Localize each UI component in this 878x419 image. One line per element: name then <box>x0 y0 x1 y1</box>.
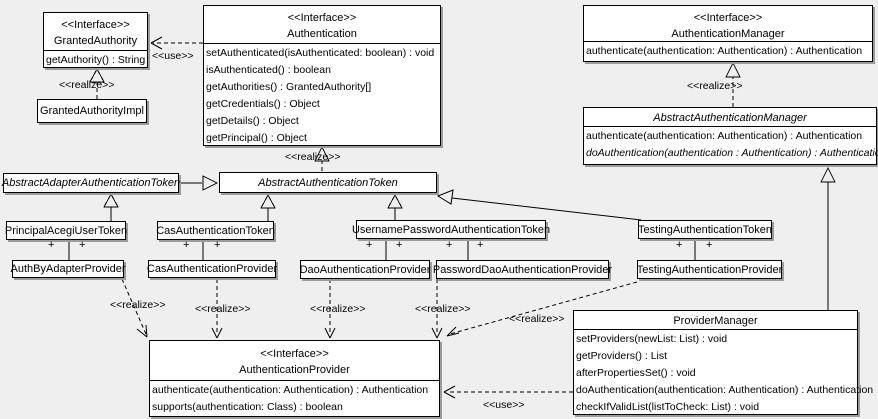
realize-label: <<realize>> <box>285 151 341 163</box>
class-name: Authentication <box>287 28 357 40</box>
plus-label: + <box>477 239 484 251</box>
method: getAuthorities() : GrantedAuthority[] <box>206 81 372 93</box>
method: doAuthentication(authentication : Authen… <box>586 147 878 159</box>
realize-abstract-token-authentication <box>314 145 330 171</box>
class-authentication-manager: <<Interface>> AuthenticationManager auth… <box>583 5 873 62</box>
class-dao-authentication-provider: DaoAuthenticationProvider <box>300 260 430 279</box>
realize-abstract-manager-authenticationmanager <box>725 61 741 107</box>
class-password-dao-authentication-provider: PasswordDaoAuthenticationProvider <box>432 260 613 279</box>
class-authentication-provider: <<Interface>> AuthenticationProvider aut… <box>149 340 440 417</box>
method: checkIfValidList(listToCheck: List) : vo… <box>576 401 760 413</box>
class-name: GrantedAuthority <box>53 35 138 47</box>
class-name: AbstractAuthenticationManager <box>584 108 876 127</box>
class-name: ProviderManager <box>574 311 857 330</box>
generalization-adapter-token-to-abstract-token <box>179 175 219 191</box>
generalization-testing-token <box>436 189 642 221</box>
plus-label: + <box>706 239 713 251</box>
class-name: AuthenticationProvider <box>239 364 350 376</box>
class-provider-manager: ProviderManager setProviders(newList: Li… <box>573 310 874 415</box>
class-testing-authentication-token: TestingAuthenticationToken <box>638 220 772 239</box>
class-abstract-adapter-authentication-token: AbstractAdapterAuthenticationToken <box>1 173 181 193</box>
method: authenticate(authentication: Authenticat… <box>586 45 863 57</box>
method: getPrincipal() : Object <box>206 132 307 144</box>
realize-passworddao-provider <box>431 279 443 339</box>
realize-label: <<realize>> <box>310 303 366 315</box>
realize-label: <<realize>> <box>509 313 565 325</box>
stereotype: <<Interface>> <box>61 19 130 31</box>
realize-label: <<realize>> <box>110 299 166 311</box>
method: setAuthenticated(isAuthenticated: boolea… <box>206 47 435 59</box>
class-name: UsernamePasswordAuthenticationToken <box>351 223 551 236</box>
class-name: TestingAuthenticationProvider <box>636 263 783 276</box>
stereotype: <<Interface>> <box>287 12 357 24</box>
class-name: CasAuthenticationToken <box>156 224 275 237</box>
class-username-password-authentication-token: UsernamePasswordAuthenticationToken <box>352 220 550 239</box>
plus-label: + <box>214 239 221 251</box>
class-name: TestingAuthenticationToken <box>638 223 772 236</box>
class-testing-authentication-provider: TestingAuthenticationProvider <box>637 260 782 279</box>
plus-label: + <box>79 239 86 251</box>
plus-label: + <box>446 239 453 251</box>
realize-label: <<realize>> <box>687 80 743 92</box>
method: setProviders(newList: List) : void <box>576 333 728 345</box>
use-authentication-grantedauthority <box>150 36 203 50</box>
class-principal-acegi-user-token: PrincipalAcegiUserToken <box>4 221 128 240</box>
plus-label: + <box>676 239 683 251</box>
generalization-cas-token <box>260 193 276 221</box>
class-cas-authentication-provider: CasAuthenticationProvider <box>146 260 278 278</box>
class-name: PasswordDaoAuthenticationProvider <box>432 263 613 276</box>
plus-label: + <box>396 239 403 251</box>
method: getProviders() : List <box>576 350 668 362</box>
class-authentication: <<Interface>> Authentication setAuthenti… <box>203 5 441 146</box>
use-label: <<use>> <box>152 50 194 62</box>
class-cas-authentication-token: CasAuthenticationToken <box>156 221 275 240</box>
method: authenticate(authentication: Authenticat… <box>586 130 863 142</box>
class-name: CasAuthenticationProvider <box>146 263 278 275</box>
plus-label: + <box>183 239 190 251</box>
use-providermanager-authenticationprovider <box>443 385 573 399</box>
class-name: AbstractAdapterAuthenticationToken <box>1 177 181 189</box>
realize-label: <<realize>> <box>59 79 115 91</box>
class-abstract-authentication-token: AbstractAuthenticationToken <box>219 172 437 193</box>
realize-authbyadapter-provider <box>121 278 148 338</box>
generalization-provider-manager <box>820 166 836 310</box>
plus-label: + <box>366 239 373 251</box>
method: isAuthenticated() : boolean <box>206 64 331 76</box>
class-name: AbstractAuthenticationToken <box>258 176 398 189</box>
realize-grantedauthorityimpl <box>89 67 105 99</box>
realize-cas-provider <box>211 279 223 339</box>
use-label: <<use>> <box>483 399 525 411</box>
class-name: AuthByAdapterProvider <box>10 263 126 275</box>
method: getAuthority() : String <box>46 54 146 66</box>
class-name: AuthenticationManager <box>671 28 785 40</box>
plus-label: + <box>48 239 55 251</box>
realize-label: <<realize>> <box>415 303 471 315</box>
generalization-usernamepassword-token <box>387 193 403 220</box>
method: supports(authentication: Class) : boolea… <box>152 401 343 413</box>
generalization-principal-token <box>103 192 119 221</box>
method: doAuthentication(authentication: Authent… <box>576 384 874 396</box>
realize-dao-provider <box>324 279 336 339</box>
class-name: GrantedAuthorityImpl <box>40 105 144 117</box>
class-name: PrincipalAcegiUserToken <box>4 224 128 237</box>
class-granted-authority-impl: GrantedAuthorityImpl <box>37 99 147 123</box>
class-name: DaoAuthenticationProvider <box>299 263 431 276</box>
method: getDetails() : Object <box>206 115 299 127</box>
realize-testing-provider <box>446 281 638 337</box>
stereotype: <<Interface>> <box>693 12 763 24</box>
method: getCredentials() : Object <box>206 98 320 110</box>
method: authenticate(authentication: Authenticat… <box>152 384 429 396</box>
class-auth-by-adapter-provider: AuthByAdapterProvider <box>10 260 126 278</box>
class-abstract-authentication-manager: AbstractAuthenticationManager authentica… <box>583 107 878 165</box>
method: afterPropertiesSet() : void <box>576 367 696 379</box>
class-granted-authority: <<Interface>> GrantedAuthority getAuthor… <box>43 12 148 68</box>
realize-label: <<realize>> <box>195 303 251 315</box>
stereotype: <<Interface>> <box>260 348 329 360</box>
